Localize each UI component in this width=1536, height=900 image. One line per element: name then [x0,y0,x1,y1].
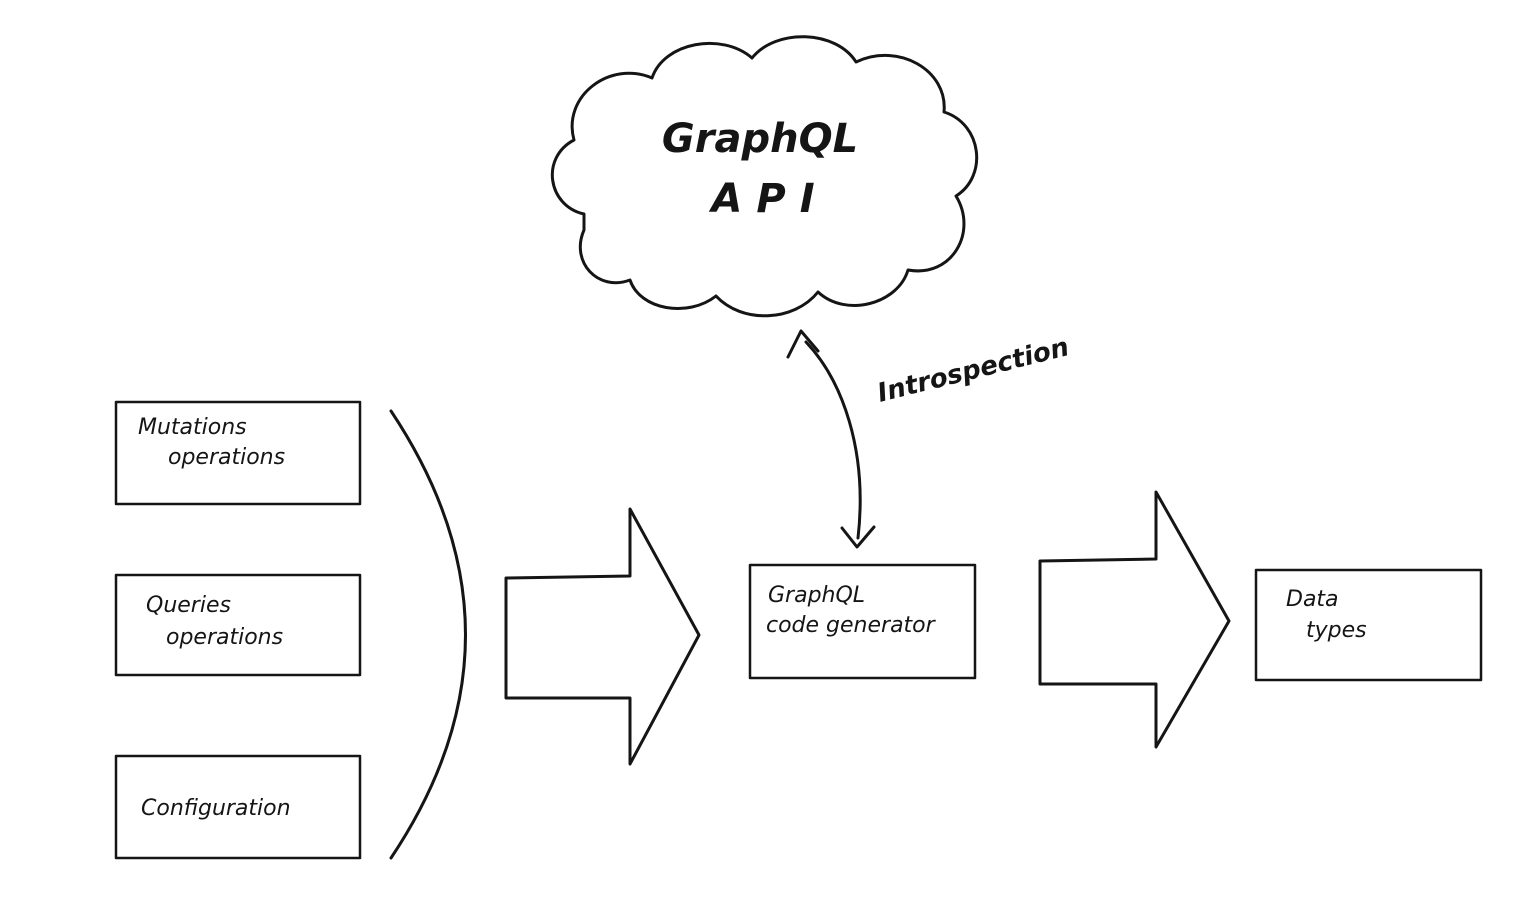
data-types-label-line1: Data [1286,587,1339,612]
mutations-box-shape [114,400,362,506]
queries-label-line2: operations [166,625,283,650]
arrow-generator-to-types [1038,490,1231,749]
data-types-label-line2: types [1306,618,1367,643]
box-graphql-code-generator: GraphQL code generator [748,563,977,680]
introspection-arrowhead-down [840,525,876,549]
generator-label-line1: GraphQL [768,583,865,608]
introspection-arrowhead-up [786,329,820,359]
cloud-label-line1: GraphQL [662,116,858,162]
data-types-box-shape [1254,568,1483,682]
box-data-types: Data types [1254,568,1483,682]
mutations-label-line1: Mutations [138,415,247,440]
grouping-bracket [389,409,467,860]
configuration-label: Configuration [141,796,291,821]
queries-box-shape [114,573,362,677]
cloud-label-line2: API [708,176,828,222]
configuration-box-shape [114,754,362,860]
introspection-arrow: Introspection [786,329,1072,549]
box-configuration: Configuration [114,754,362,860]
graphql-api-cloud: GraphQL API [550,35,979,318]
box-mutations-operations: Mutations operations [114,400,362,506]
cloud-shape [550,35,979,318]
mutations-label-line2: operations [168,445,285,470]
arrow-inputs-to-generator [504,507,701,766]
introspection-label: Introspection [874,332,1072,409]
generator-label-line2: code generator [766,613,937,638]
box-queries-operations: Queries operations [114,573,362,677]
queries-label-line1: Queries [146,593,231,618]
introspection-arrow-curve [804,340,862,540]
generator-box-shape [748,563,977,680]
